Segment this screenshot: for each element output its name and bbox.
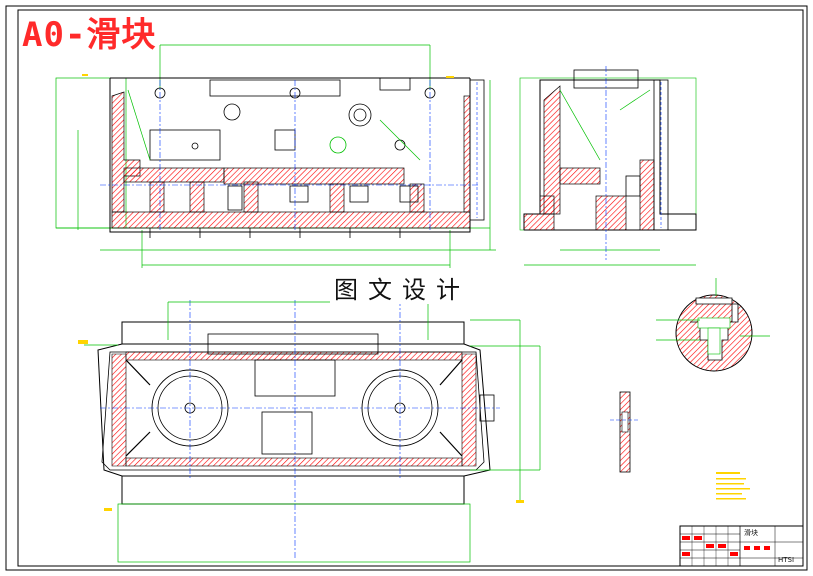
- rib-section: [610, 391, 640, 473]
- title-block-part-name: 滑块: [744, 529, 758, 537]
- technical-notes: [716, 472, 750, 500]
- sheet-border: [5, 5, 808, 571]
- inner-frame: [17, 9, 804, 567]
- detail-view: [656, 278, 770, 372]
- title-block: [679, 525, 804, 567]
- plan-view: [78, 300, 541, 563]
- side-section-view: [519, 66, 697, 266]
- title-block-code: HTSI: [778, 556, 795, 564]
- front-section-view: [55, 44, 496, 268]
- drawing-label: A0-滑块: [22, 15, 157, 55]
- watermark-text: 图文设计: [330, 276, 474, 304]
